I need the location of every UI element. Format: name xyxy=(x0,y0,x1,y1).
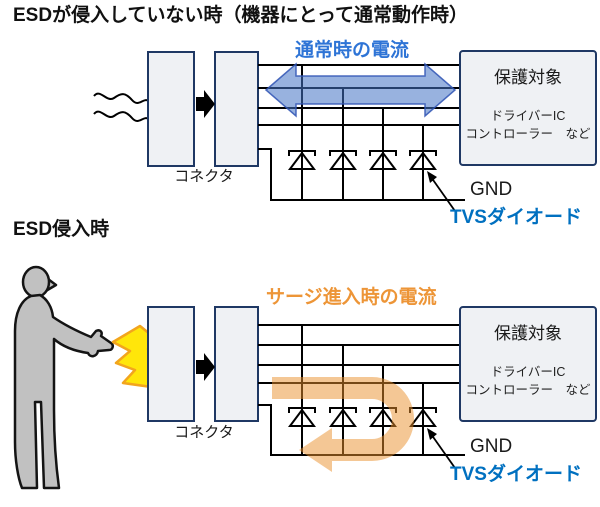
protected-target-title-top: 保護対象 xyxy=(494,68,562,87)
connector-label-bottom: コネクタ xyxy=(174,424,234,441)
gnd-label-bottom: GND xyxy=(470,436,513,457)
person-silhouette xyxy=(13,265,114,490)
gnd-label-top: GND xyxy=(470,179,513,200)
protected-target-sub2-top: コントローラー など xyxy=(465,127,591,141)
tvs-diode-label-top: TVSダイオード xyxy=(450,207,582,228)
protected-target-title-bottom: 保護対象 xyxy=(494,324,562,343)
gnd-bus-top xyxy=(258,148,465,201)
protected-target-sub1-top: ドライバーIC xyxy=(490,109,566,123)
top-diagram xyxy=(93,50,597,212)
tvs-pointer-arrow-bottom xyxy=(427,428,456,469)
protected-target-box-bottom xyxy=(459,306,597,422)
connector-socket-box xyxy=(214,51,259,167)
surge-current-label: サージ進入時の電流 xyxy=(266,287,437,308)
cable-wavy-lines xyxy=(93,92,150,122)
normal-current-arrow xyxy=(264,62,457,118)
tvs-pointer-arrow-top xyxy=(427,171,456,212)
protected-target-sub1-bottom: ドライバーIC xyxy=(490,365,566,379)
plug-direction-arrow-icon xyxy=(196,90,215,118)
connector-label-top: コネクタ xyxy=(174,168,234,185)
connector-plug-box-esd xyxy=(147,306,195,422)
tvs-diode-symbols-top xyxy=(288,150,437,170)
surge-current-arrow xyxy=(272,377,414,472)
diagram-normal-title: ESDが侵入していない時（機器にとって通常動作時） xyxy=(13,5,468,26)
person-head-icon xyxy=(21,265,51,299)
protected-target-box-top xyxy=(459,50,597,166)
plug-direction-arrow-icon-esd xyxy=(196,353,215,381)
tvs-diode-label-bottom: TVSダイオード xyxy=(450,464,582,485)
person-body-icon xyxy=(13,293,114,490)
normal-current-label: 通常時の電流 xyxy=(295,40,410,61)
protected-target-sub2-bottom: コントローラー など xyxy=(465,383,591,397)
diagram-esd-title: ESD侵入時 xyxy=(13,219,110,240)
bottom-diagram xyxy=(13,265,597,490)
connector-socket-box-esd xyxy=(214,306,259,422)
connector-plug-box xyxy=(147,51,195,167)
